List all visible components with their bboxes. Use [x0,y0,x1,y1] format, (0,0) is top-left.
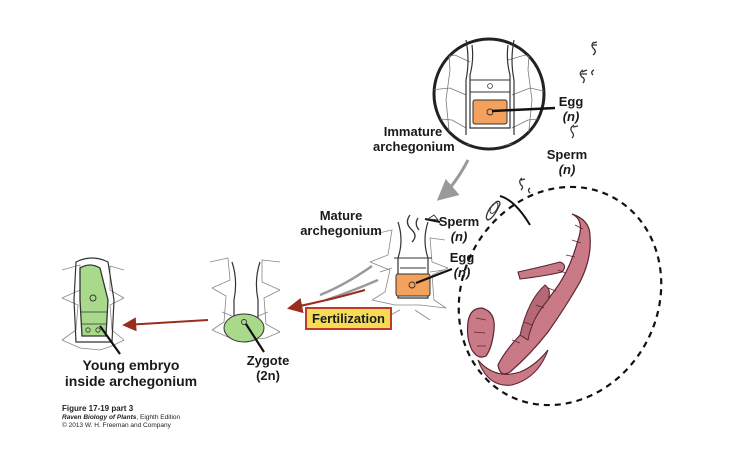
book-title: Raven Biology of Plants [62,414,137,421]
sperm-top-label: Sperm (n) [544,147,590,177]
mature-label-line1: Mature [319,208,363,223]
egg-top-text: Egg [558,94,584,109]
zygote-cell [223,313,265,343]
sperm-mid-ploidy: (n) [450,229,468,244]
development-arrow [436,159,470,201]
immature-archegonium-label: Immature archegonium [373,124,455,154]
young-embryo-label: Young embryo inside archegonium [56,357,206,389]
sperm-icons-top [519,41,598,194]
sperm-top-text: Sperm [546,147,588,162]
mature-egg-cell [395,273,431,297]
figure-caption: Figure 17-19 part 3 Raven Biology of Pla… [62,404,180,430]
egg-mid-text: Egg [449,250,475,265]
arrow-to-zygote [286,288,366,314]
embryo-label-line2: inside archegonium [64,373,198,389]
sperm-mid-label: Sperm (n) [436,214,482,244]
figure-number: Figure 17-19 part 3 [62,404,134,413]
mature-archegonium [369,214,453,321]
egg-top-ploidy: (n) [562,109,580,124]
arrow-to-embryo [122,317,209,332]
sperm-mid-text: Sperm [438,214,480,229]
zygote-ploidy: (2n) [256,368,280,383]
copyright: © 2013 W. H. Freeman and Company [62,422,171,429]
zygote-label: Zygote (2n) [236,353,300,383]
egg-top-label: Egg (n) [556,94,586,124]
flow-line-1 [319,264,373,297]
book-edition: , Eighth Edition [136,414,181,421]
zygote-archegonium [209,257,281,353]
mature-label-line2: archegonium [300,223,382,238]
zygote-text: Zygote [246,353,290,368]
fertilization-label: Fertilization [305,307,392,330]
sperm-top-ploidy: (n) [558,162,576,177]
egg-mid-label: Egg (n) [447,250,477,280]
young-embryo-archegonium [61,257,125,355]
immature-label-line2: archegonium [373,139,455,154]
immature-label-line1: Immature [383,124,443,139]
antheridium-inset [457,185,663,407]
egg-mid-ploidy: (n) [453,265,471,280]
mature-archegonium-label: Mature archegonium [286,208,396,238]
immature-egg-cell [472,99,508,125]
embryo-label-line1: Young embryo [82,357,180,373]
